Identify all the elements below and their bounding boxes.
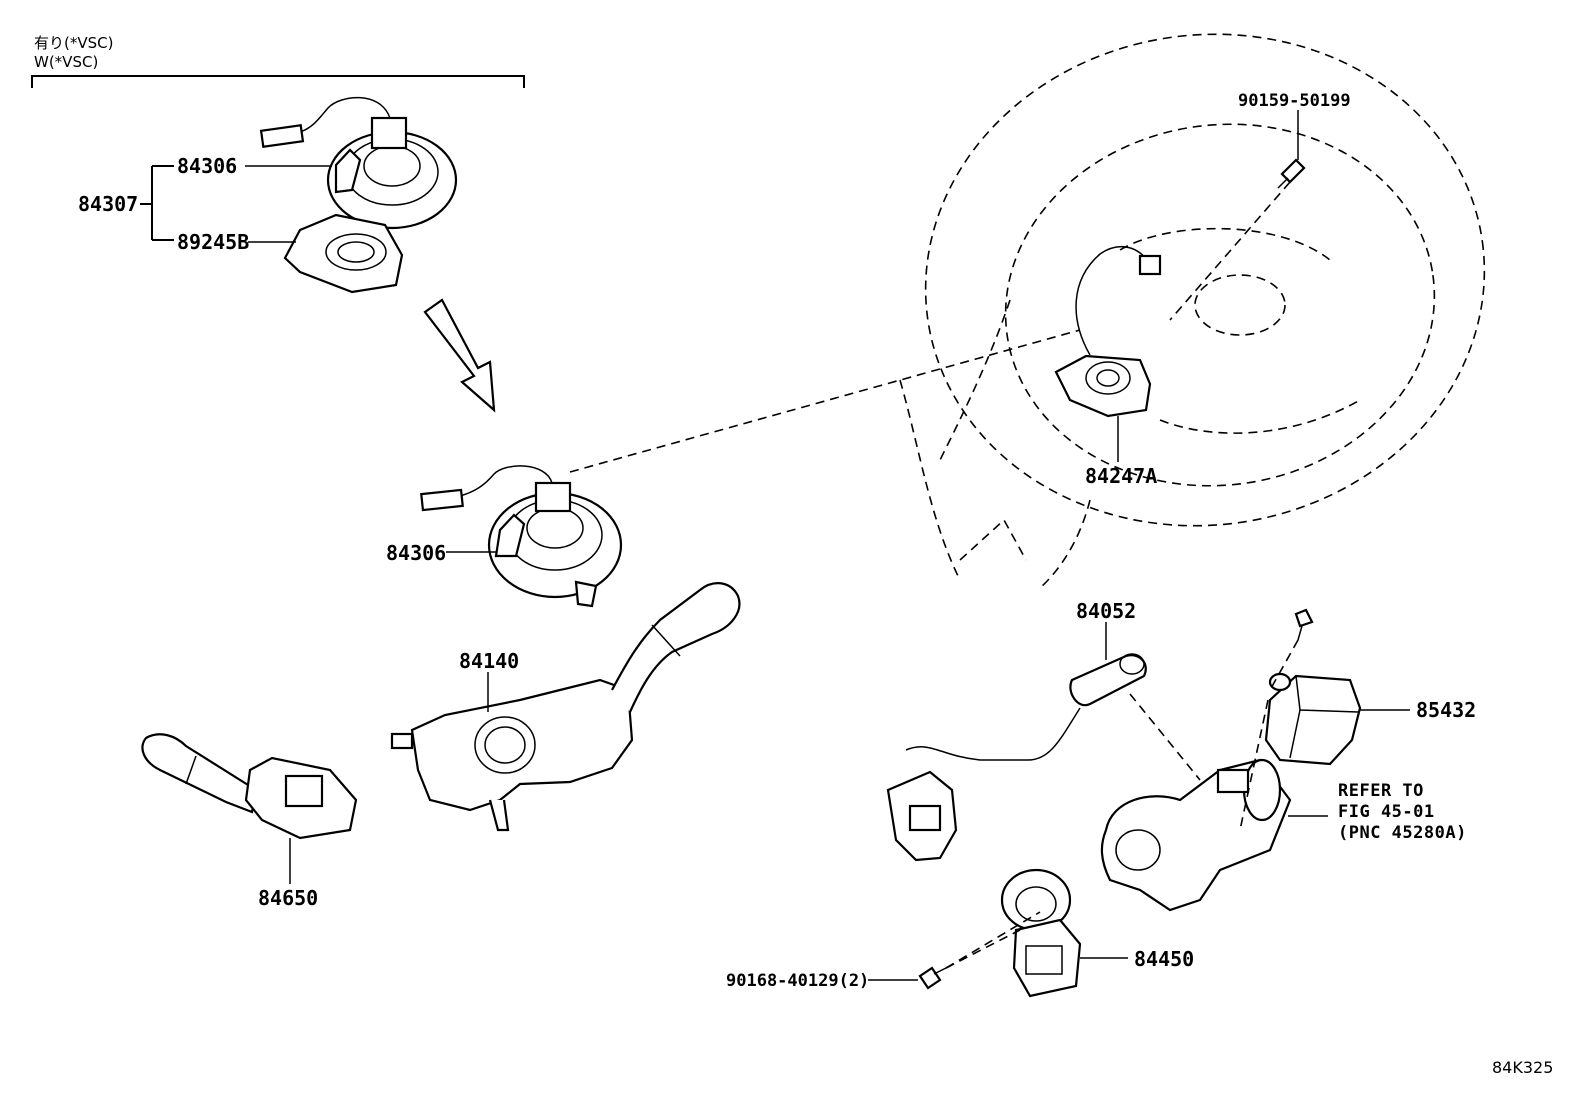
reference-line-1: REFER TO xyxy=(1338,781,1424,801)
screw-90159-50199 xyxy=(1277,158,1306,189)
spiral-cable-84306-vsc xyxy=(259,96,458,230)
unlock-warning-switch-85432 xyxy=(1264,672,1362,766)
label-84307: 84307 xyxy=(78,192,138,216)
label-84450: 84450 xyxy=(1134,947,1194,971)
variant-bracket xyxy=(31,75,525,88)
reference-line-3: (PNC 45280A) xyxy=(1338,823,1467,843)
label-85432: 85432 xyxy=(1416,698,1476,722)
label-84650: 84650 xyxy=(258,886,318,910)
wiper-switch-84650 xyxy=(141,733,358,840)
assembly-bracket-84307 xyxy=(140,165,332,243)
screw-85432 xyxy=(1294,608,1314,641)
label-89245b: 89245B xyxy=(177,230,249,254)
reference-line-2: FIG 45-01 xyxy=(1338,802,1435,822)
header-line-1: 有り(*VSC) xyxy=(34,34,113,52)
lock-cylinder-assembly xyxy=(1100,758,1292,912)
steering-sensor-89245b xyxy=(283,213,404,294)
spiral-cable-84306 xyxy=(420,465,623,608)
combination-switch-84140 xyxy=(390,582,741,832)
label-84306-top: 84306 xyxy=(177,154,237,178)
link-cable-to-wheel xyxy=(569,329,1081,473)
label-90168-40129: 90168-40129(2) xyxy=(726,971,869,991)
steering-wheel xyxy=(899,33,1486,589)
screw-90168-40129 xyxy=(918,965,951,990)
label-84052: 84052 xyxy=(1076,599,1136,623)
ignition-switch-84450 xyxy=(1000,868,1082,998)
variant-header: 有り(*VSC) W(*VSC) xyxy=(31,34,525,88)
transponder-84052 xyxy=(886,653,1147,862)
direction-arrow xyxy=(423,298,496,413)
diagram-code: 84K325 xyxy=(1492,1058,1553,1077)
label-84306-mid: 84306 xyxy=(386,541,446,565)
label-90159-50199: 90159-50199 xyxy=(1238,91,1351,111)
header-line-2: W(*VSC) xyxy=(34,53,98,71)
label-84247a: 84247A xyxy=(1085,464,1157,488)
steering-sensor-84247a xyxy=(1054,245,1162,418)
label-84140: 84140 xyxy=(459,649,519,673)
